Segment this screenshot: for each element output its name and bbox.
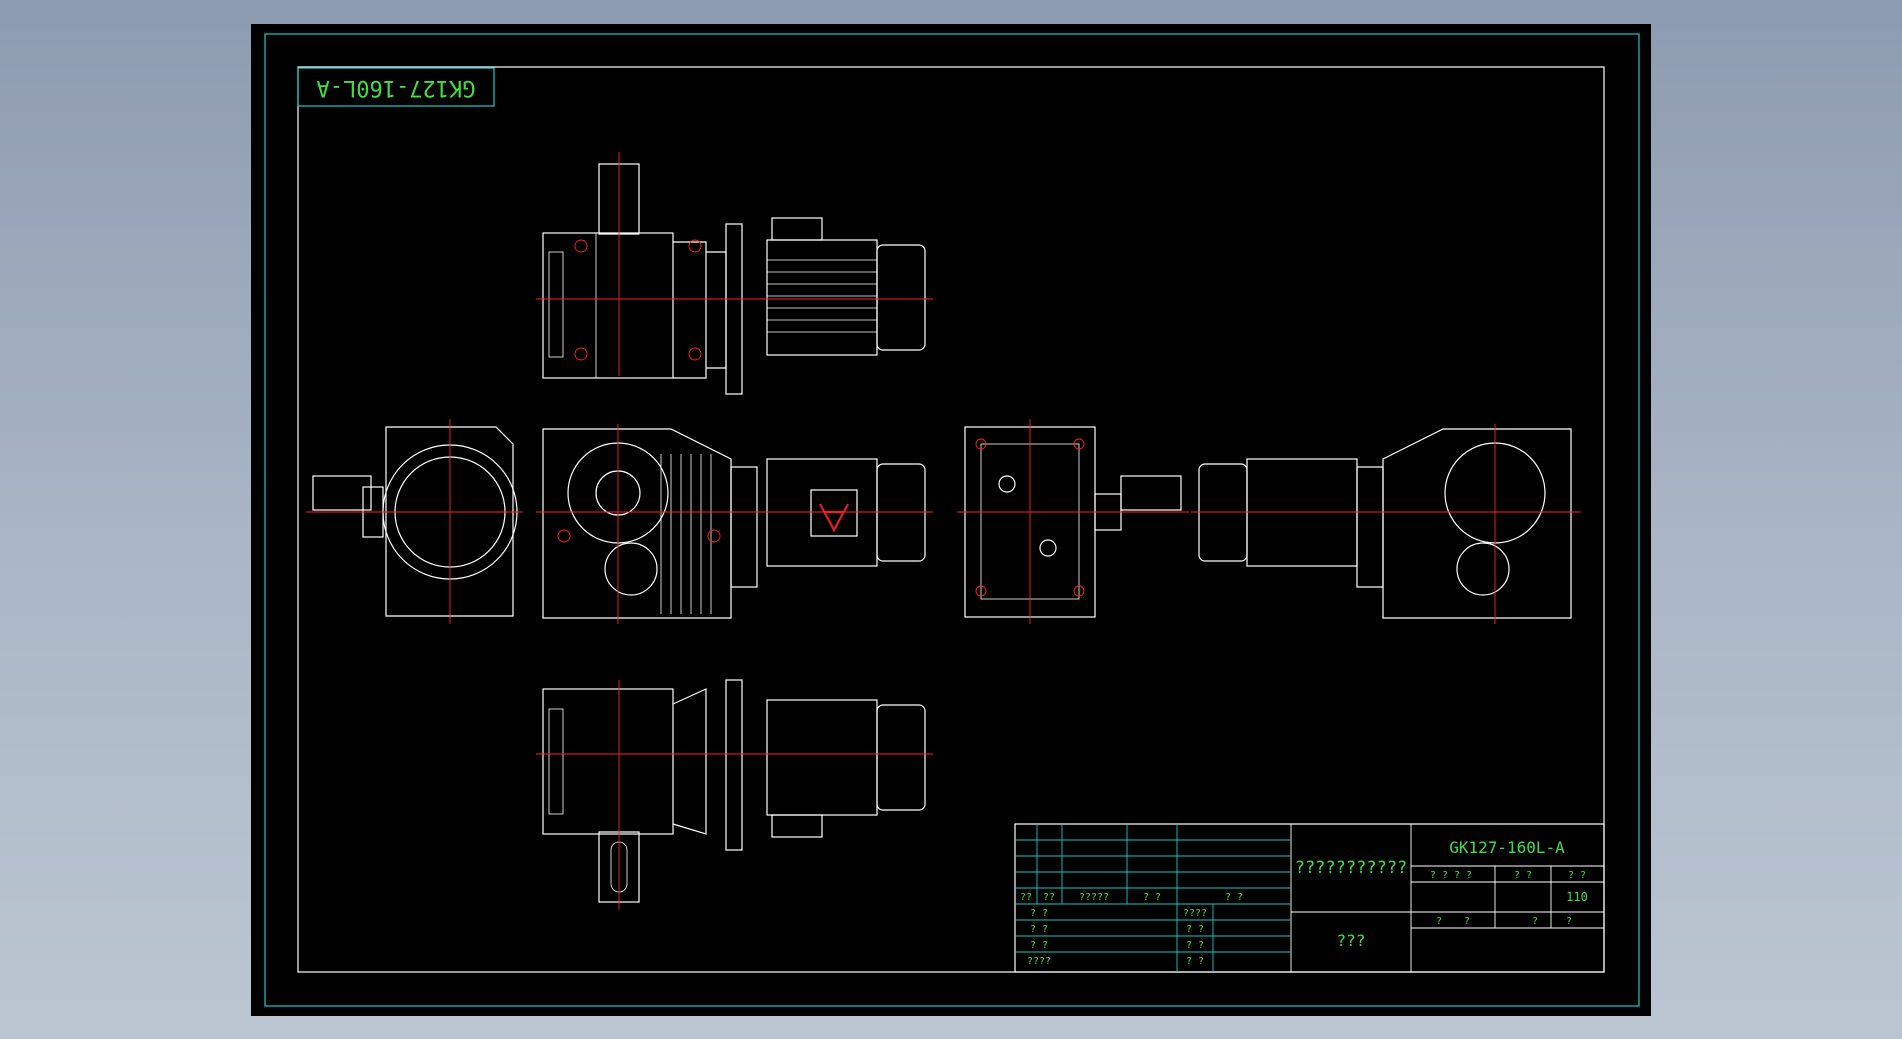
tb-right-bottom-2: ? [1464, 916, 1470, 927]
outer-frame [264, 33, 1640, 1007]
bottom-view [536, 679, 933, 910]
corner-label: GK127-160L-A [317, 75, 476, 100]
title-block: GK127-160L-A ??????????? ??? 110 ?? ?? ?… [1014, 823, 1605, 973]
cad-drawing: GK127-160L-A [264, 33, 1640, 1007]
tb-header-2: ?? [1043, 892, 1055, 903]
right-view [1191, 424, 1581, 624]
tb-header-5: ? ? [1225, 892, 1243, 903]
left-view [306, 419, 523, 624]
tb-right-bottom-1: ? [1436, 916, 1442, 927]
drawing-title: ??????????? [1295, 858, 1408, 878]
tb-mid-row-1: ???? [1183, 908, 1207, 919]
tb-header-4: ? ? [1143, 892, 1161, 903]
tb-right-hdr-2: ? ? [1514, 870, 1532, 881]
tb-left-row-2: ? ? [1030, 924, 1048, 935]
tb-mid-row-2: ? ? [1186, 924, 1204, 935]
corner-label-box: GK127-160L-A [297, 67, 495, 107]
end-view [957, 419, 1189, 624]
drawing-number: GK127-160L-A [1449, 838, 1565, 857]
front-view [536, 424, 933, 624]
brand-logo [819, 503, 849, 533]
tb-header-1: ?? [1020, 892, 1032, 903]
tb-left-row-4: ???? [1027, 956, 1051, 967]
tb-mid-row-4: ? ? [1186, 956, 1204, 967]
company-name: ??? [1337, 931, 1366, 950]
tb-left-row-1: ? ? [1030, 908, 1048, 919]
tb-right-bottom-3: ? [1532, 916, 1538, 927]
tb-mid-row-3: ? ? [1186, 940, 1204, 951]
tb-left-row-3: ? ? [1030, 940, 1048, 951]
top-view [536, 152, 933, 395]
tb-right-hdr-1: ? ? ? ? [1430, 870, 1472, 881]
tb-right-bottom-4: ? [1566, 916, 1572, 927]
drawing-sheet: GK127-160L-A [251, 24, 1651, 1016]
scale-value: 110 [1566, 890, 1588, 904]
tb-header-3: ????? [1079, 892, 1109, 903]
inner-frame [297, 66, 1605, 973]
tb-right-hdr-3: ? ? [1568, 870, 1586, 881]
